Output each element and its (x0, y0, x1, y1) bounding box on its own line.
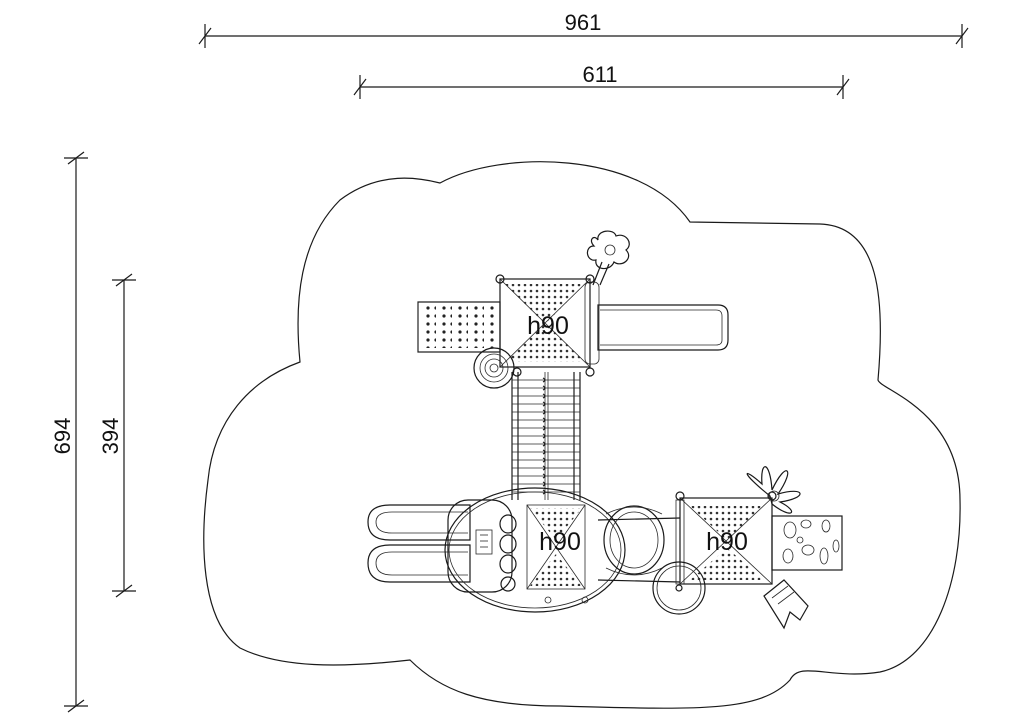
dimension-label-961: 961 (565, 10, 602, 35)
safety-zone-outline (203, 161, 961, 709)
bridge-knot (542, 417, 546, 423)
tube-tunnel (597, 505, 681, 583)
dimension-label-611: 611 (582, 62, 617, 87)
dimension-top-outer: 961 (198, 10, 969, 48)
bridge-knot (542, 465, 546, 471)
bottom-right-tower: h90 (652, 466, 843, 630)
dimension-label-394: 394 (98, 418, 123, 455)
top-tower: h90 (417, 230, 729, 389)
bridge-knot (542, 425, 546, 431)
bridge-knot (542, 481, 546, 487)
platform-height-bottom-right: h90 (706, 528, 748, 556)
bridge-knot (542, 433, 546, 439)
bridge-knot (542, 473, 546, 479)
dimension-left-inner: 394 (98, 273, 136, 598)
bridge-knot (542, 449, 546, 455)
bottom-left-tower: h90 (367, 487, 626, 613)
bridge-knot (542, 401, 546, 407)
bridge-knot (542, 409, 546, 415)
platform-height-top: h90 (527, 312, 569, 340)
dimension-left-outer: 694 (50, 151, 88, 713)
connecting-bridge (511, 372, 581, 500)
bridge-knot (542, 393, 546, 399)
platform-height-bottom-left: h90 (539, 528, 581, 556)
bridge-knot (542, 377, 546, 383)
bridge-knot (542, 441, 546, 447)
bridge-knot (542, 457, 546, 463)
bridge-knot (542, 385, 546, 391)
dimension-top-inner: 611 (353, 62, 850, 99)
dimension-label-694: 694 (50, 418, 75, 455)
